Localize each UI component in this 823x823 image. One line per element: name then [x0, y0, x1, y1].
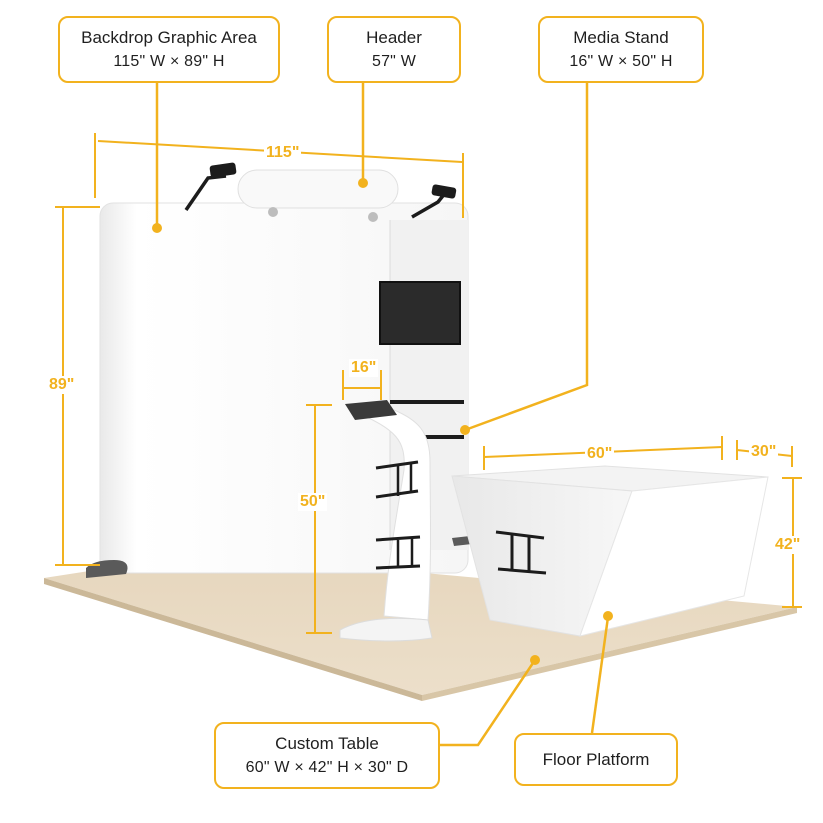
- callout-subtitle: 57" W: [371, 52, 417, 70]
- dim-label-backdrop-height: 89": [47, 376, 77, 394]
- callout-title: Media Stand: [573, 27, 669, 47]
- lamp-left-icon: [184, 162, 237, 211]
- callout-subtitle: 115" W × 89" H: [113, 52, 225, 70]
- dim-label-table-width: 60": [585, 445, 615, 463]
- callout-custom-table: Custom Table 60" W × 42" H × 30" D: [214, 722, 440, 789]
- callout-header: Header 57" W: [327, 16, 461, 83]
- callout-title: Custom Table: [275, 733, 379, 753]
- callout-floor-platform: Floor Platform: [514, 733, 678, 786]
- callout-media-stand: Media Stand 16" W × 50" H: [538, 16, 704, 83]
- media-stand: [339, 400, 433, 642]
- callout-title: Backdrop Graphic Area: [81, 27, 257, 47]
- dim-label-backdrop-width: 115": [264, 144, 302, 162]
- callout-title: Header: [366, 27, 422, 47]
- custom-table: [451, 465, 769, 637]
- dim-label-stand-width: 16": [349, 359, 379, 377]
- leader-lines: [155, 82, 610, 747]
- callout-title: Floor Platform: [542, 749, 650, 769]
- callout-backdrop-graphic-area: Backdrop Graphic Area 115" W × 89" H: [58, 16, 280, 83]
- leader-dots: [152, 178, 613, 665]
- header-sign: [237, 169, 399, 222]
- dim-label-table-height: 42": [773, 536, 803, 554]
- tv-screen: [379, 281, 461, 345]
- dim-label-stand-height: 50": [298, 493, 328, 511]
- lamp-right-icon: [411, 184, 457, 219]
- callout-subtitle: 60" W × 42" H × 30" D: [245, 758, 409, 776]
- dim-label-table-depth: 30": [749, 443, 779, 461]
- callout-subtitle: 16" W × 50" H: [569, 52, 673, 70]
